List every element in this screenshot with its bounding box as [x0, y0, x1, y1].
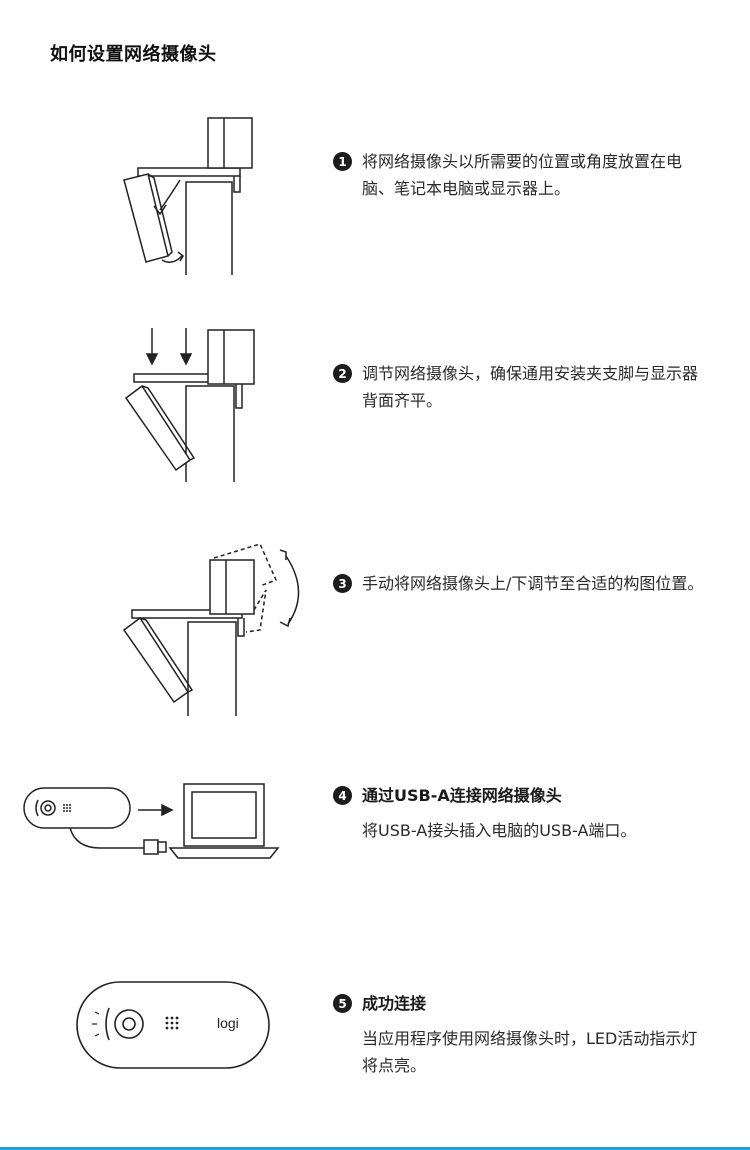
step-2: 2 调节网络摄像头，确保通用安装夹支脚与显示器背面齐平。 [333, 360, 713, 414]
step-1: 1 将网络摄像头以所需要的位置或角度放置在电脑、笔记本电脑或显示器上。 [333, 148, 713, 202]
step-number-badge: 5 [333, 994, 352, 1013]
page-title: 如何设置网络摄像头 [50, 44, 217, 65]
illustration-mount-webcam [110, 110, 270, 280]
step-title: 成功连接 [362, 994, 427, 1013]
step-number-badge: 1 [333, 152, 352, 171]
step-text: 手动将网络摄像头上/下调节至合适的构图位置。 [362, 574, 704, 593]
step-number-badge: 3 [333, 574, 352, 593]
step-description: 当应用程序使用网络摄像头时，LED活动指示灯将点亮。 [362, 1029, 698, 1075]
step-text: 将网络摄像头以所需要的位置或角度放置在电脑、笔记本电脑或显示器上。 [362, 152, 683, 198]
step-3: 3 手动将网络摄像头上/下调节至合适的构图位置。 [333, 570, 713, 597]
logo-text: logi [217, 1015, 239, 1031]
bottom-accent-line [0, 1147, 750, 1150]
illustration-webcam-front: logi [75, 978, 275, 1073]
step-number-badge: 2 [333, 364, 352, 383]
illustration-usb-connection [20, 778, 290, 868]
illustration-tilt-webcam [110, 530, 310, 720]
illustration-adjust-clip [110, 320, 270, 490]
step-text: 调节网络摄像头，确保通用安装夹支脚与显示器背面齐平。 [362, 364, 699, 410]
step-5: 5 成功连接 当应用程序使用网络摄像头时，LED活动指示灯将点亮。 [333, 990, 713, 1079]
step-description: 将USB-A接头插入电脑的USB-A端口。 [362, 821, 637, 840]
step-4: 4 通过USB-A连接网络摄像头 将USB-A接头插入电脑的USB-A端口。 [333, 782, 713, 844]
step-number-badge: 4 [333, 786, 352, 805]
step-title: 通过USB-A连接网络摄像头 [362, 786, 562, 805]
